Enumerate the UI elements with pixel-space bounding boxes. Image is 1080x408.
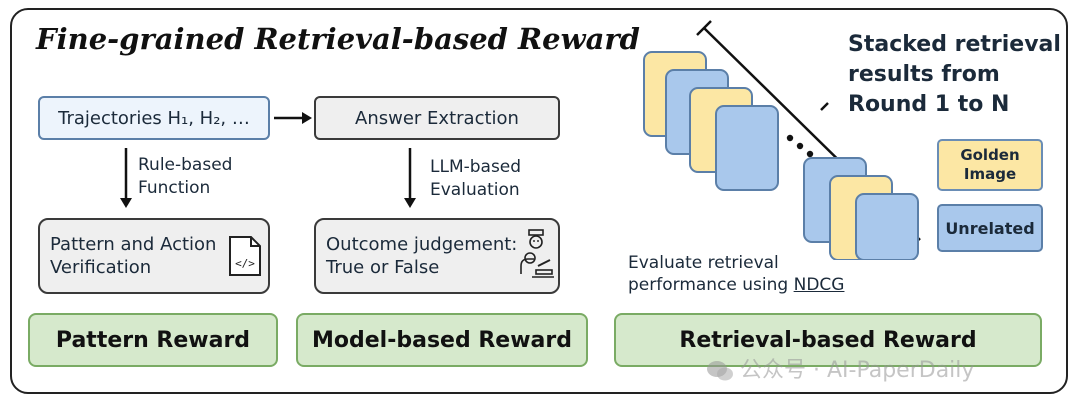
ellipsis-dot [796, 142, 804, 150]
eval-line2-prefix: performance using [628, 275, 794, 295]
pattern-reward-label: Pattern Reward [55, 327, 251, 353]
llm-based-line2: Evaluation [430, 180, 520, 200]
outcome-line2: True or False [326, 257, 440, 278]
legend-golden-line2: Image [963, 165, 1017, 183]
stacked-retrieval-graphic [643, 20, 921, 260]
stacked-line1: Stacked retrieval [848, 32, 1061, 57]
legend-unrelated-label: Unrelated [945, 218, 1035, 238]
llm-based-label: LLM-based Evaluation [430, 156, 521, 202]
rule-based-line2: Function [138, 178, 211, 198]
stacked-retrieval-label: Stacked retrieval results from Round 1 t… [848, 30, 1061, 120]
pattern-line2: Verification [50, 257, 152, 278]
retrieval-based-reward-label: Retrieval-based Reward [679, 327, 977, 353]
retrieval-card [715, 105, 779, 191]
outcome-judgement-box: Outcome judgement: True or False [314, 218, 560, 294]
evaluate-retrieval-label: Evaluate retrieval performance using NDC… [628, 252, 844, 296]
model-based-reward: Model-based Reward [296, 313, 588, 367]
ndcg-label: NDCG [793, 275, 845, 295]
stack-bracket-start [696, 20, 712, 36]
legend-unrelated: Unrelated [937, 204, 1043, 252]
wechat-icon [707, 361, 733, 381]
code-file-icon: </> [229, 236, 261, 276]
llm-based-line1: LLM-based [430, 157, 522, 177]
stacked-line3: Round 1 to N [848, 92, 1010, 117]
judge-icon [520, 229, 554, 278]
stacked-line2: results from [848, 62, 1000, 87]
retrieval-based-reward: Retrieval-based Reward [614, 313, 1042, 367]
rule-based-label: Rule-based Function [138, 154, 232, 200]
arrow-down-icon [120, 148, 132, 208]
arrow-right-icon [274, 112, 312, 124]
outcome-line1: Outcome judgement: [326, 234, 518, 255]
watermark: 公众号 · AI-PaperDaily [706, 352, 974, 384]
watermark-text: 公众号 · AI-PaperDaily [740, 358, 975, 383]
svg-text:</>: </> [235, 257, 255, 270]
eval-line1: Evaluate retrieval [628, 253, 779, 273]
trajectories-label: Trajectories H₁, H₂, … [58, 107, 250, 129]
answer-extraction-label: Answer Extraction [355, 107, 519, 129]
eval-line2: performance using NDCG [628, 274, 844, 296]
stack-bracket-mid [820, 102, 829, 111]
trajectories-box: Trajectories H₁, H₂, … [38, 96, 270, 140]
rule-based-line1: Rule-based [138, 155, 233, 175]
arrow-down-icon [404, 148, 416, 208]
ellipsis-dot [806, 150, 814, 158]
model-based-reward-label: Model-based Reward [312, 327, 572, 353]
ellipsis-dot [786, 134, 794, 142]
retrieval-card [855, 193, 919, 260]
pattern-reward: Pattern Reward [28, 313, 278, 367]
legend-golden-image: Golden Image [937, 139, 1043, 191]
pattern-line1: Pattern and Action [50, 234, 217, 255]
answer-extraction-box: Answer Extraction [314, 96, 560, 140]
diagram-title: Fine-grained Retrieval-based Reward [36, 22, 640, 56]
legend-golden-line1: Golden [960, 146, 1020, 164]
